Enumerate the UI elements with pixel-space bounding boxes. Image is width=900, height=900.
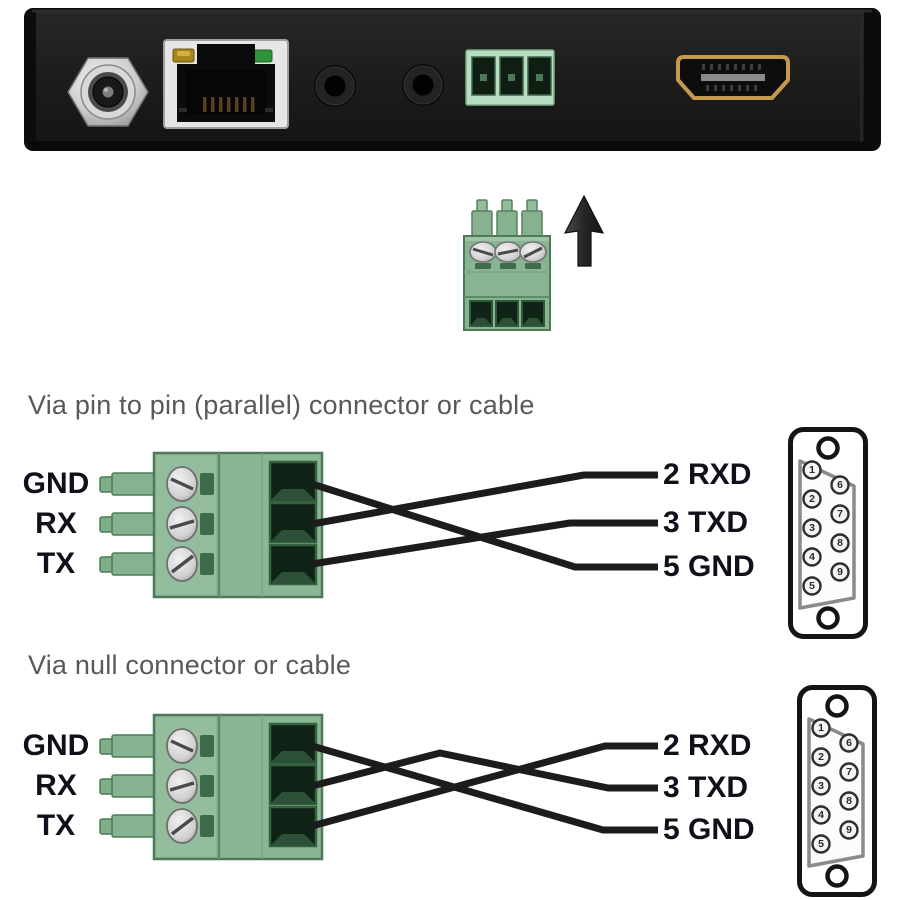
section2-wires [311, 742, 658, 834]
db9-pin-number: 2 [818, 751, 824, 763]
section1-db9-connector: 1 2 3 4 5 6 7 8 9 [791, 430, 866, 637]
dc-power-jack [67, 57, 149, 127]
rj45-ethernet-port [163, 39, 289, 129]
terminal-pin-label-gnd: GND [22, 729, 90, 762]
insert-direction-arrow-icon [563, 194, 605, 267]
wire-gnd-to-5gnd [311, 742, 658, 834]
db9-pin-number: 8 [846, 795, 852, 807]
terminal-pin-label-rx: RX [35, 769, 77, 802]
db9-pin-number: 7 [837, 508, 843, 520]
db9-pin-number: 3 [818, 780, 824, 792]
db9-pin-number: 6 [837, 479, 843, 491]
panel-right-seam [860, 12, 863, 142]
audio-jack-left [314, 65, 356, 107]
db9-pin-label-2rxd: 2 RXD [663, 729, 752, 762]
db9-pin-number: 9 [837, 566, 843, 578]
db9-pin-number: 4 [818, 809, 824, 821]
rj45-contacts [203, 97, 255, 112]
db9-pin-label-5gnd: 5 GND [663, 813, 755, 846]
db9-pin-label-5gnd: 5 GND [663, 550, 755, 583]
section2-heading: Via null connector or cable [28, 650, 352, 680]
panel-top-highlight [32, 9, 872, 13]
wire-rx-to-2rxd [311, 471, 658, 528]
terminal-pin-label-tx: TX [36, 547, 76, 580]
db9-pin-number: 3 [809, 522, 815, 534]
section1-terminal-block [98, 451, 324, 599]
db9-pin-number: 5 [818, 838, 824, 850]
db9-pin-number: 8 [837, 537, 843, 549]
db9-pin-number: 5 [809, 580, 815, 592]
db9-pin-number: 1 [809, 464, 815, 476]
db9-pin-number: 2 [809, 493, 815, 505]
db9-pin-number: 4 [809, 551, 815, 563]
terminal-plug [463, 199, 551, 331]
db9-pin-label-3txd: 3 TXD [663, 506, 749, 539]
wire-gnd-to-5gnd [310, 480, 658, 571]
section2-db9-connector: 1 2 3 4 5 6 7 8 9 [800, 688, 875, 895]
db9-pin-number: 1 [818, 722, 824, 734]
wire-tx-to-2rxd [311, 742, 658, 830]
hdmi-contact-bar [701, 74, 765, 81]
audio-jack-right [402, 64, 444, 106]
device-rear-panel [24, 8, 881, 151]
db9-pin-label-3txd: 3 TXD [663, 771, 749, 804]
db9-pin-number: 7 [846, 766, 852, 778]
activity-led-green [252, 49, 273, 63]
panel-bottom-edge [30, 141, 875, 150]
terminal-pin-label-tx: TX [36, 809, 76, 842]
section2-terminal-block [98, 713, 324, 861]
section1-heading: Via pin to pin (parallel) connector or c… [28, 390, 535, 420]
terminal-socket [465, 49, 555, 106]
hdmi-pins [702, 64, 761, 91]
link-led-orange-glow [177, 51, 190, 56]
terminal-pin-label-rx: RX [35, 507, 77, 540]
db9-pin-number: 6 [846, 737, 852, 749]
terminal-pin-label-gnd: GND [22, 467, 90, 500]
section1-wires [310, 471, 658, 571]
hdmi-port [676, 55, 790, 100]
db9-pin-label-2rxd: 2 RXD [663, 458, 752, 491]
wire-tx-to-3txd [311, 519, 658, 568]
db9-pin-number: 9 [846, 824, 852, 836]
